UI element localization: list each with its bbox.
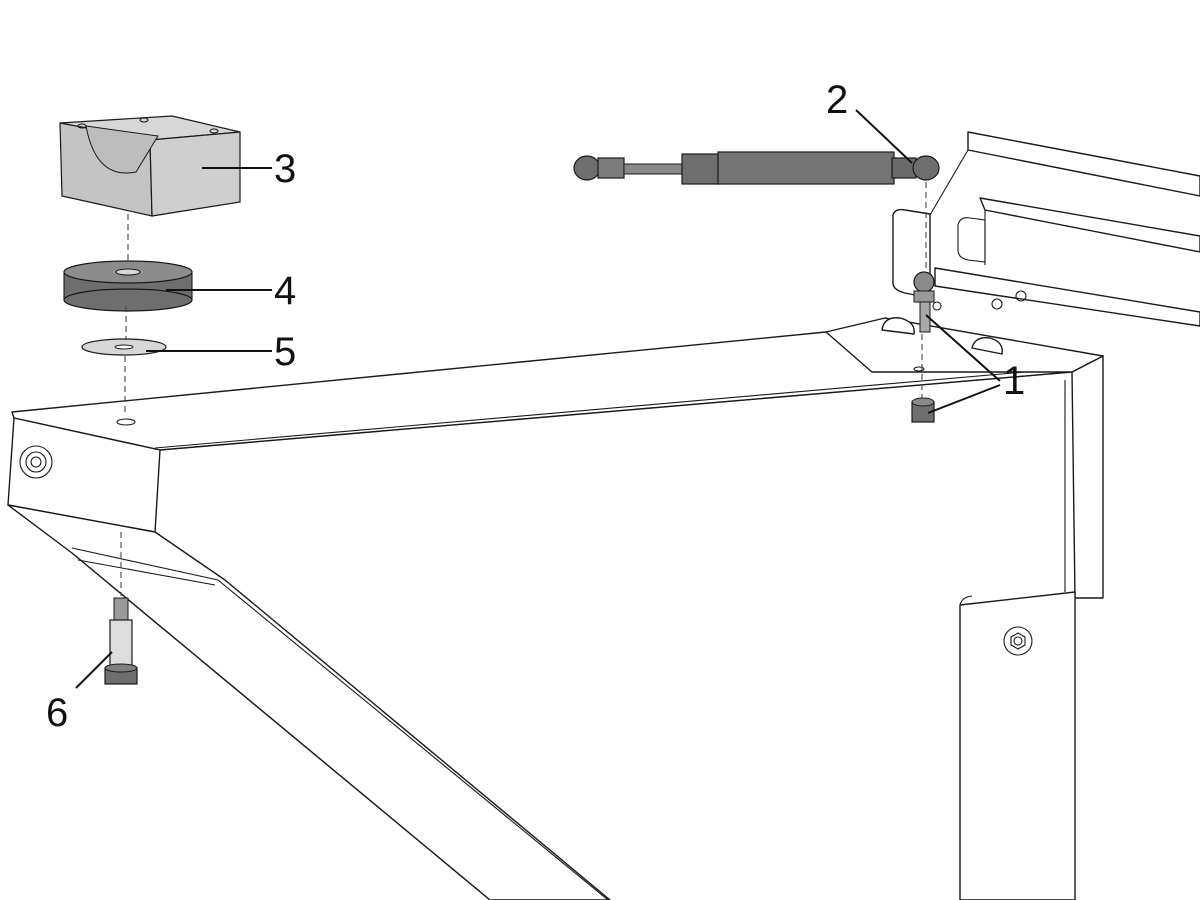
callout-labels: 1 2 3 4 5 6: [46, 78, 1025, 735]
rubber-pad: [63, 260, 193, 312]
assembly-axis-lines: [120, 182, 927, 596]
leader-line-1a: [925, 314, 1001, 382]
leader-line-1b: [927, 384, 1001, 414]
frame-diagonal-brace: [7, 504, 611, 900]
leader-lines: [75, 109, 1001, 689]
ball-stud-and-nut: [911, 271, 935, 423]
callout-6: 6: [46, 691, 68, 735]
callout-5: 5: [274, 330, 296, 374]
frame-side-rails: [892, 131, 1200, 327]
shoulder-bolt: [104, 597, 138, 685]
saddle-block: [59, 115, 241, 217]
flat-washer: [81, 338, 167, 356]
callout-2: 2: [826, 78, 848, 122]
gas-spring: [573, 151, 940, 185]
callout-1: 1: [1003, 359, 1025, 403]
callout-3: 3: [274, 147, 296, 191]
callout-4: 4: [274, 269, 296, 313]
frame-mounting-plate: [825, 317, 1104, 373]
frame-top-beam: [7, 331, 1104, 533]
frame-right-post: [959, 355, 1104, 900]
leader-line-6: [75, 651, 113, 689]
beam-end-cap-bolt: [19, 445, 53, 479]
leader-line-2: [855, 109, 913, 164]
